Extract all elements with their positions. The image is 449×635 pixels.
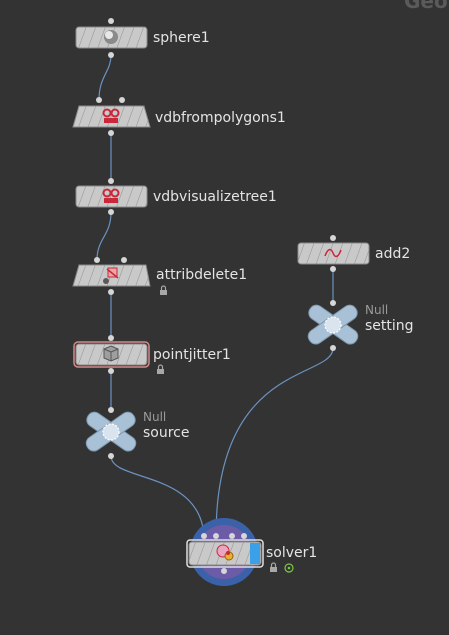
input-port[interactable] [330, 300, 336, 306]
solver-icon [216, 544, 234, 561]
wire-setting-solver1 [215, 347, 334, 537]
input-port[interactable] [108, 18, 114, 24]
connection-wires [96, 54, 334, 537]
node-label: attribdelete1 [156, 267, 247, 283]
node-label: pointjitter1 [153, 347, 231, 363]
output-port[interactable] [108, 368, 114, 374]
input-port-2[interactable] [119, 97, 125, 103]
lock-icon [270, 562, 277, 572]
node-label: setting [365, 318, 414, 334]
status-indicator-icon [284, 563, 294, 573]
output-port[interactable] [108, 209, 114, 215]
input-port-2[interactable] [213, 533, 219, 539]
node-type-label: Null [143, 410, 166, 424]
node-label: vdbfrompolygons1 [155, 110, 286, 126]
input-port[interactable] [330, 235, 336, 241]
node-label: source [143, 425, 190, 441]
output-port[interactable] [108, 289, 114, 295]
input-port-1[interactable] [94, 257, 100, 263]
lock-icon [157, 364, 164, 374]
network-context-label: Geo [404, 0, 448, 13]
node-hatch [73, 106, 150, 127]
node-label: add2 [375, 246, 410, 262]
node-hatch [76, 186, 147, 207]
wire-sphere1-vdbfrompolygons1 [98, 54, 112, 101]
node-type-label: Null [365, 303, 388, 317]
node-add2[interactable]: add2 [297, 235, 410, 272]
node-setting[interactable]: Null setting [305, 300, 414, 351]
node-pointjitter1[interactable]: pointjitter1 [73, 335, 231, 374]
input-port-1[interactable] [96, 97, 102, 103]
display-flag[interactable] [250, 543, 260, 564]
output-port[interactable] [221, 568, 227, 574]
node-source[interactable]: Null source [83, 407, 190, 459]
wire-vdbvisualizetree1-attribdelete1 [96, 211, 112, 261]
output-port[interactable] [108, 52, 114, 58]
output-port[interactable] [108, 130, 114, 136]
node-vdbfrompolygons1[interactable]: vdbfrompolygons1 [72, 97, 286, 136]
input-port-3[interactable] [229, 533, 235, 539]
node-sphere1[interactable]: sphere1 [75, 18, 210, 58]
node-attribdelete1[interactable]: attribdelete1 [72, 257, 247, 295]
output-port[interactable] [330, 345, 336, 351]
input-port[interactable] [108, 335, 114, 341]
vdb-icon [102, 108, 120, 123]
null-icon[interactable] [83, 409, 138, 453]
node-solver1[interactable]: solver1 [186, 518, 317, 586]
selection-outline [73, 341, 150, 368]
node-label: sphere1 [153, 30, 210, 46]
node-label: solver1 [266, 545, 317, 561]
input-port-4[interactable] [241, 533, 247, 539]
input-port[interactable] [108, 407, 114, 413]
selection-outline [186, 539, 264, 568]
sphere-icon [104, 30, 118, 44]
lock-icon [160, 285, 167, 295]
null-icon[interactable] [305, 302, 360, 346]
input-port[interactable] [108, 178, 114, 184]
vdb-icon [102, 188, 120, 203]
output-port[interactable] [108, 453, 114, 459]
wire-source-solver1 [110, 455, 205, 537]
output-port[interactable] [330, 266, 336, 272]
node-vdbvisualizetree1[interactable]: vdbvisualizetree1 [75, 178, 277, 215]
attribdelete-icon [103, 267, 119, 284]
input-port-2[interactable] [121, 257, 127, 263]
input-port-1[interactable] [201, 533, 207, 539]
add-curve-icon [324, 248, 342, 258]
node-label: vdbvisualizetree1 [153, 189, 277, 205]
pointjitter-icon [103, 345, 119, 362]
